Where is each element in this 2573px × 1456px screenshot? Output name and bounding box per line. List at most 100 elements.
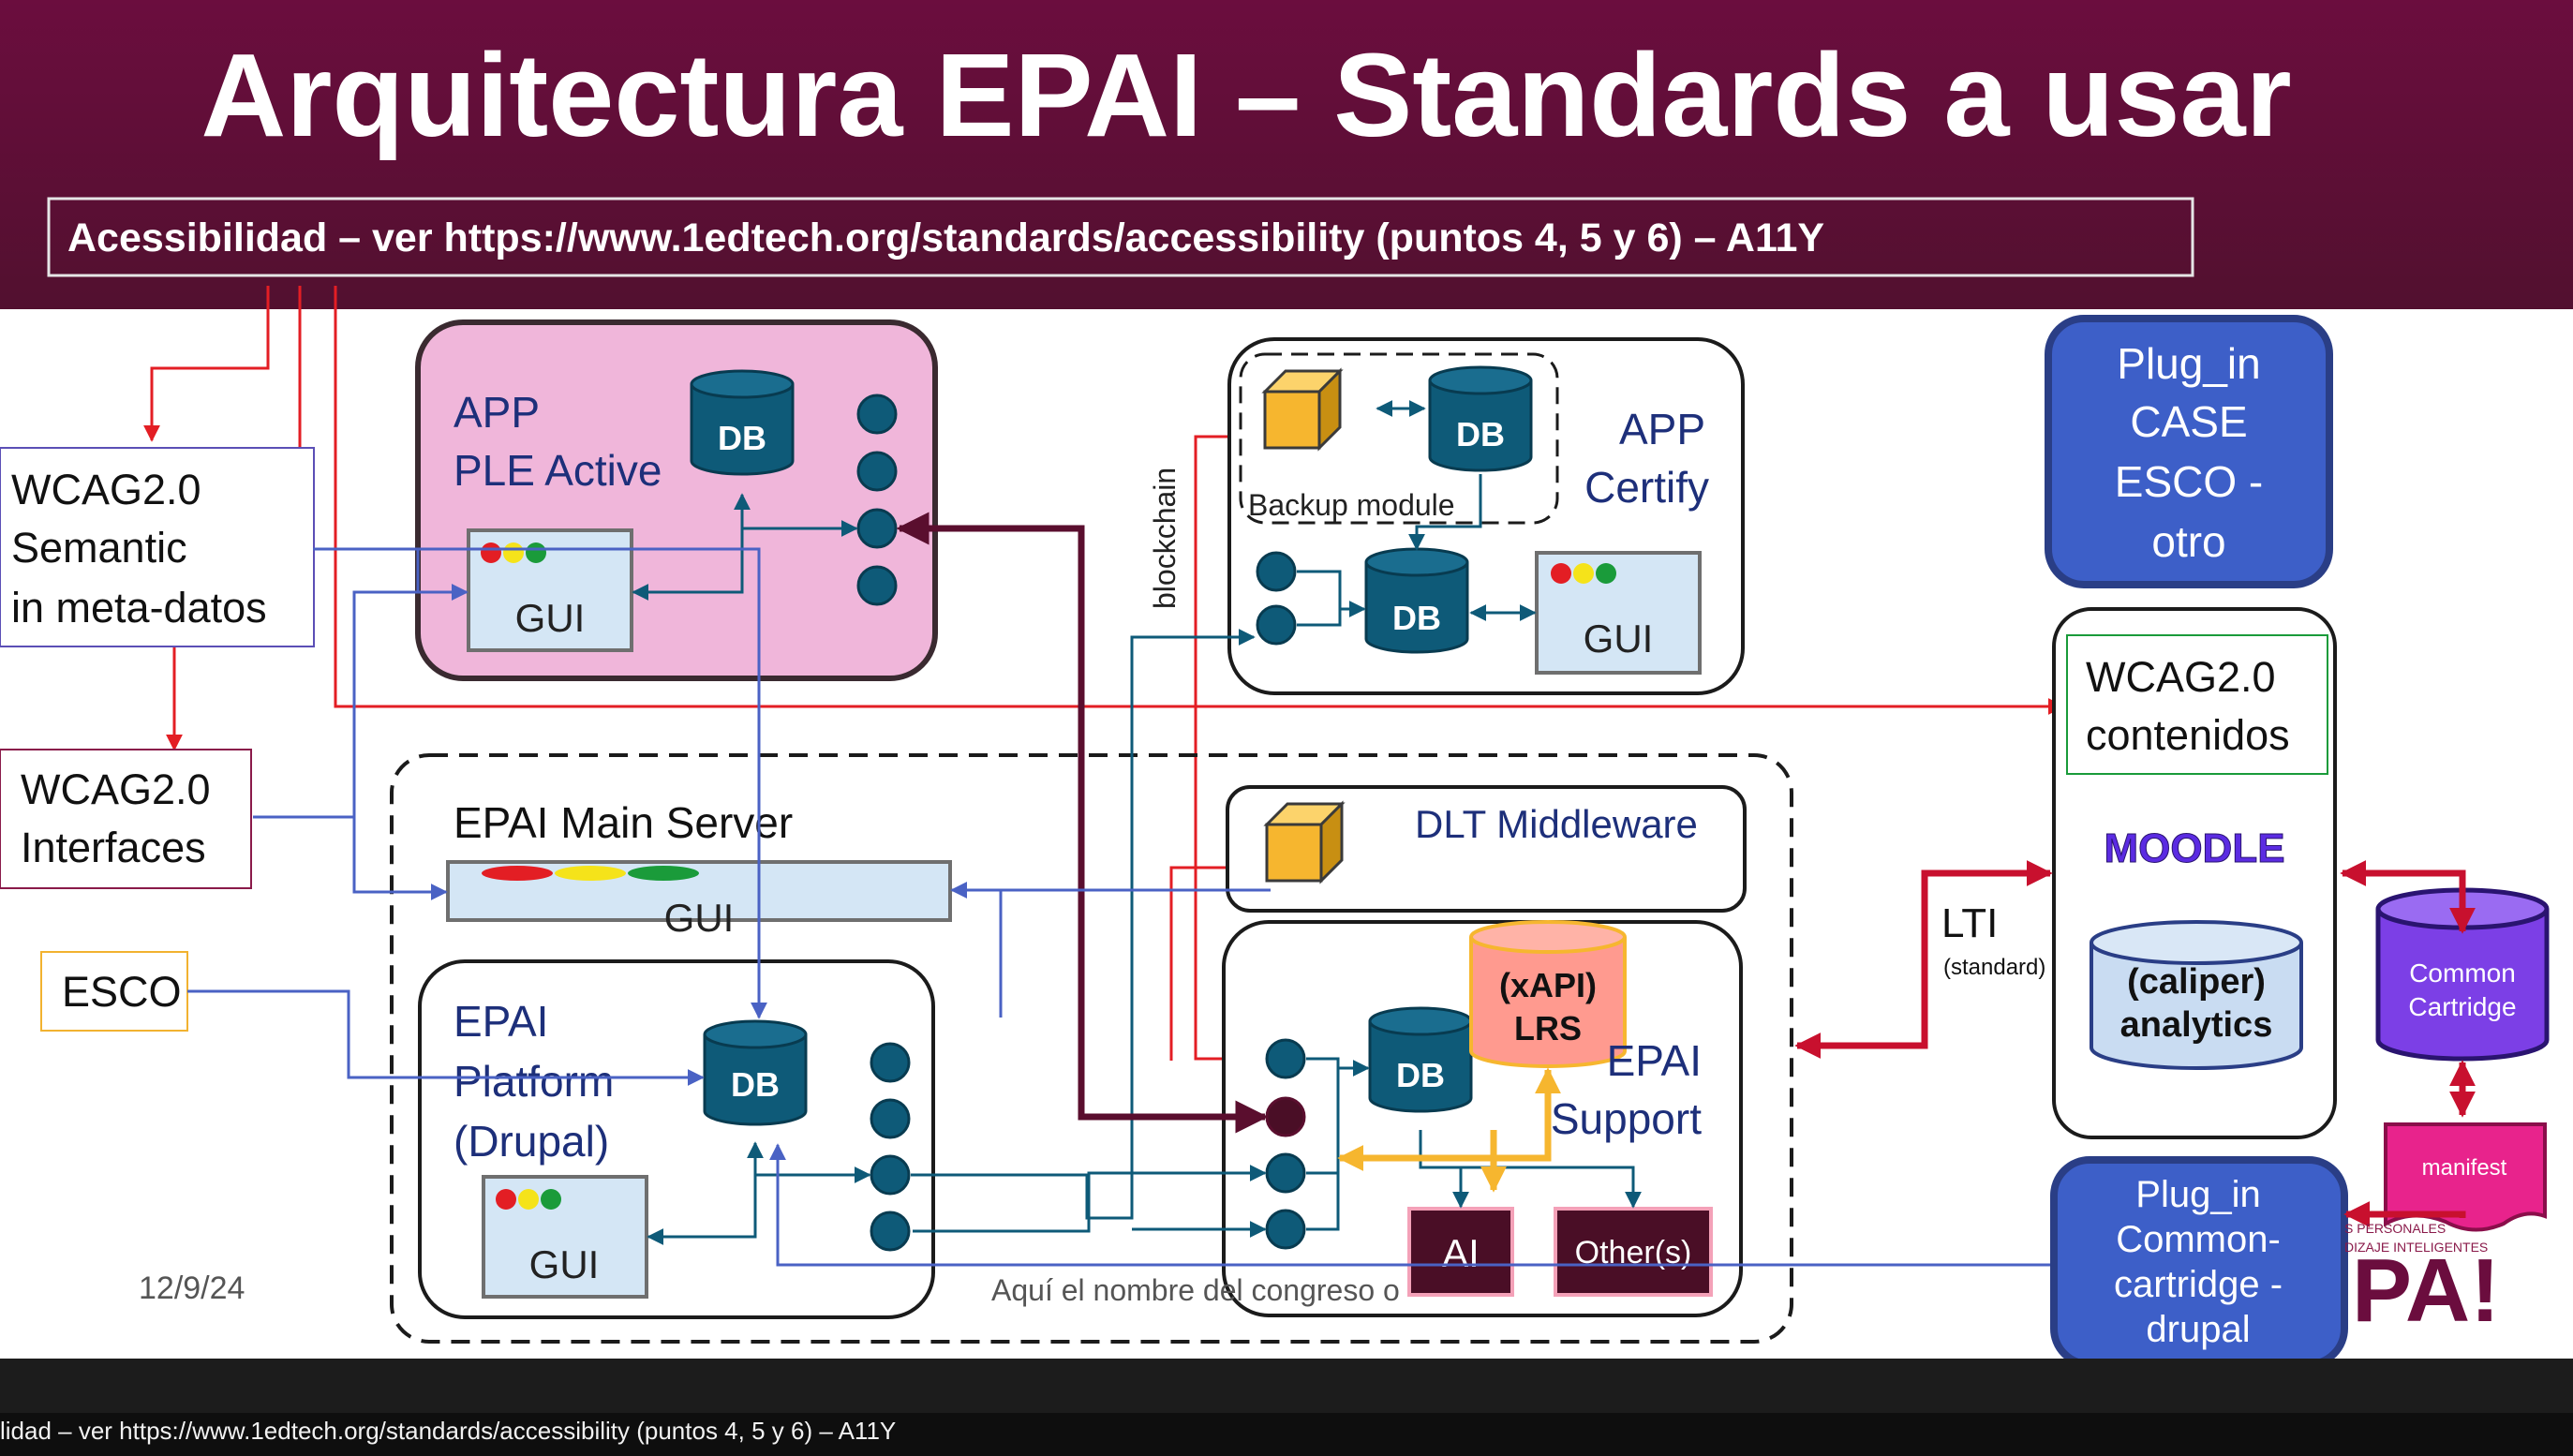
xapi-label-2: LRS: [1514, 1009, 1582, 1047]
support-db-label: DB: [1396, 1056, 1445, 1094]
common-cartridge-line2: Cartridge: [2408, 992, 2516, 1021]
wcag-semantic-box: [0, 447, 315, 647]
ai-box: [1407, 1207, 1514, 1297]
platform-label-1: EPAI: [454, 997, 548, 1046]
platform-port-2: [870, 1098, 911, 1139]
plugin-case-box: [2045, 315, 2333, 588]
xapi-links: [1337, 1067, 1561, 1193]
teal-interconnects: [911, 629, 1267, 1238]
ple-gui-label: GUI: [515, 596, 586, 640]
wcag-semantic-line2: Semantic: [11, 524, 187, 572]
app-certify-label-2: Certify: [1584, 463, 1709, 512]
ple-port-4: [856, 565, 898, 606]
caliper-line2: analytics: [2120, 1005, 2273, 1045]
moodle-cartridge-link: [2340, 860, 2476, 934]
support-port-3: [1265, 1152, 1306, 1194]
platform-gui-traffic-lights: [496, 1189, 561, 1210]
support-label-1: EPAI: [1607, 1036, 1702, 1085]
support-port-1: [1265, 1038, 1306, 1079]
wcag-semantic-line1: WCAG2.0: [11, 466, 201, 513]
blockchain-label: blockchain: [1148, 468, 1182, 609]
lti-link: [1794, 860, 2053, 1059]
status-bar-text: lidad – ver https://www.1edtech.org/stan…: [0, 1417, 897, 1445]
certify-db-label: DB: [1392, 599, 1441, 637]
moodle-logo: MOODLE: [2104, 825, 2284, 871]
certify-port-2: [1256, 604, 1297, 646]
wcag-semantic-line3: in meta-datos: [11, 584, 267, 631]
ai-label: AI: [1442, 1231, 1480, 1275]
caliper-cylinder: [2090, 920, 2303, 1070]
lti-label: LTI: [1941, 900, 1998, 946]
wcag-interfaces-box: [0, 749, 252, 889]
main-gui-yellow-light: [555, 866, 626, 881]
esco-label: ESCO: [62, 968, 182, 1016]
dlt-middleware-label: DLT Middleware: [1415, 802, 1698, 846]
slide-date: 12/9/24: [139, 1270, 245, 1306]
manifest-plugin-link: [2343, 1201, 2466, 1227]
ple-port-2: [856, 451, 898, 492]
main-server-gui-label: GUI: [664, 896, 735, 940]
main-server-label: EPAI Main Server: [454, 798, 793, 847]
platform-port-1: [870, 1042, 911, 1083]
backup-module-label: Backup module: [1248, 488, 1455, 522]
ple-support-link: [896, 512, 1269, 1134]
platform-port-3: [870, 1154, 911, 1196]
main-gui-red-light: [482, 866, 553, 881]
backup-cube-icon: [1263, 369, 1342, 450]
others-box: [1554, 1207, 1713, 1297]
backup-db-label: DB: [1456, 415, 1505, 453]
plugin-cc-line3: cartridge -: [2114, 1264, 2283, 1305]
app-certify-label-1: APP: [1619, 405, 1705, 453]
plugin-cc-line4: drupal: [2146, 1309, 2250, 1350]
blue-links: [187, 547, 2052, 1267]
plugin-case-line1: Plug_in: [2117, 339, 2260, 388]
support-port-2: [1265, 1096, 1306, 1137]
ple-db-label: DB: [718, 419, 766, 457]
plugin-cc-line1: Plug_in: [2135, 1174, 2260, 1215]
common-cartridge-line1: Common: [2409, 958, 2516, 988]
platform-gui-box: [482, 1175, 648, 1299]
main-gui-green-light: [628, 866, 699, 881]
app-ple-label-1: APP: [454, 388, 540, 437]
logo-small-text-1: S PERSONALES: [2344, 1221, 2446, 1236]
plugin-case-line3: ESCO -: [2115, 457, 2263, 506]
logo-small-text-2: DIZAJE INTELIGENTES: [2344, 1240, 2488, 1255]
wcag-interfaces-line2: Interfaces: [21, 824, 206, 871]
slide-title: Arquitectura EPAI – Standards a usar: [201, 29, 2291, 161]
plugin-case-line4: otro: [2151, 517, 2225, 566]
wcag-contenidos-box: [2066, 634, 2328, 775]
app-ple-label-2: PLE Active: [454, 446, 662, 495]
manifest-label: manifest: [2422, 1155, 2507, 1181]
lti-sub-label: (standard): [1943, 955, 2045, 980]
platform-internal-links: [647, 1141, 871, 1245]
certify-port-1: [1256, 551, 1297, 592]
ple-port-1: [856, 394, 898, 435]
platform-db-label: DB: [731, 1065, 780, 1104]
slide-footer: Aquí el nombre del congreso o: [991, 1273, 1400, 1307]
plugin-case-line2: CASE: [2130, 397, 2247, 446]
platform-gui-label: GUI: [529, 1242, 600, 1286]
accessibility-banner-box: [47, 197, 2194, 277]
ple-gui-traffic-lights: [481, 542, 546, 563]
wcag-contenidos-line1: WCAG2.0: [2086, 653, 2276, 701]
caliper-line1: (caliper): [2127, 962, 2266, 1002]
accessibility-banner: Acessibilidad – ver https://www.1edtech.…: [67, 215, 1824, 260]
certify-internal-links: [1297, 400, 1537, 627]
platform-label-2: Platform: [454, 1057, 614, 1106]
xapi-label-1: (xAPI): [1499, 966, 1597, 1004]
support-port-4: [1265, 1209, 1306, 1250]
ple-port-3: [856, 508, 898, 549]
epai-logo-fragment: PA!: [2352, 1241, 2500, 1341]
certify-gui-traffic-lights: [1551, 563, 1616, 584]
platform-label-3: (Drupal): [454, 1117, 609, 1166]
support-label-2: Support: [1551, 1094, 1702, 1143]
title-bar: [0, 0, 2573, 309]
platform-port-4: [870, 1211, 911, 1252]
certify-gui-label: GUI: [1584, 617, 1654, 661]
esco-box: [40, 951, 188, 1032]
backup-module-box: [1239, 352, 1559, 525]
plugin-cc-line2: Common-: [2116, 1219, 2281, 1260]
dlt-cube-icon: [1265, 802, 1344, 883]
wcag-contenidos-line2: contenidos: [2086, 711, 2290, 759]
